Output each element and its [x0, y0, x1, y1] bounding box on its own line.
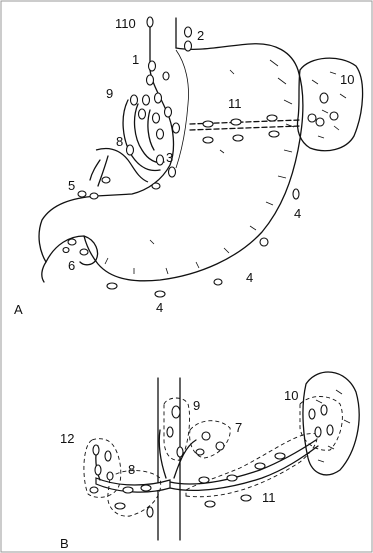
node-11c — [267, 115, 277, 121]
node-10d — [330, 112, 338, 120]
group-10 — [300, 397, 342, 451]
label-a-1: 1 — [132, 52, 139, 67]
panel-a-drawing: 110 1 2 9 11 10 8 3 5 6 4 4 4 A — [14, 16, 363, 317]
node-b-7a — [202, 432, 210, 440]
node-b-9b — [167, 427, 173, 437]
spleen-b-texture — [316, 390, 350, 462]
node-11a — [203, 121, 213, 127]
node-9e — [153, 113, 160, 123]
node-b-12b — [105, 451, 111, 461]
node-3b — [173, 123, 180, 133]
node-1a — [149, 61, 156, 71]
node-b-11c — [255, 463, 265, 469]
node-3c — [157, 155, 164, 165]
node-b-10d — [327, 425, 333, 435]
node-b-8d — [147, 507, 153, 517]
node-1b — [147, 75, 154, 85]
node-b-11f — [275, 453, 285, 459]
label-a-5: 5 — [68, 178, 75, 193]
group-11 — [186, 434, 317, 497]
panel-label-a: A — [14, 302, 23, 317]
node-5a — [78, 191, 86, 197]
label-b-12: 12 — [60, 431, 74, 446]
node-b-12d — [107, 472, 113, 480]
node-b-11b — [227, 475, 237, 481]
node-11f — [269, 131, 279, 137]
node-b-8b — [141, 485, 151, 491]
node-5d — [102, 177, 110, 183]
node-b-7c — [196, 449, 204, 455]
node-10c — [316, 118, 324, 126]
label-a-2: 2 — [197, 28, 204, 43]
node-b-8c — [115, 503, 125, 509]
node-8b — [127, 145, 134, 155]
label-a-4-bottom: 4 — [246, 270, 253, 285]
node-b-11e — [241, 495, 251, 501]
node-11d — [203, 137, 213, 143]
node-b-7b — [216, 442, 224, 450]
node-b-11d — [205, 501, 215, 507]
label-b-8: 8 — [128, 462, 135, 477]
node-b-12a — [93, 445, 99, 455]
node-9b — [143, 95, 150, 105]
label-a-3: 3 — [166, 150, 173, 165]
node-8a — [157, 129, 164, 139]
node-2a — [185, 27, 192, 37]
node-b-10c — [315, 427, 321, 437]
label-b-11: 11 — [262, 490, 276, 505]
label-b-9: 9 — [193, 398, 200, 413]
lesser-curvature — [176, 50, 189, 168]
label-a-4-center: 4 — [156, 300, 163, 315]
node-6b — [80, 249, 88, 255]
node-11e — [233, 135, 243, 141]
node-3d — [169, 167, 176, 177]
node-5c — [152, 183, 160, 189]
node-6c — [63, 248, 69, 253]
label-a-110: 110 — [115, 16, 136, 31]
label-a-9: 9 — [106, 86, 113, 101]
node-9a — [131, 95, 138, 105]
label-a-6: 6 — [68, 258, 75, 273]
label-b-7: 7 — [235, 420, 242, 435]
node-b-10b — [321, 405, 327, 415]
node-4c — [214, 279, 222, 285]
node-10b — [320, 93, 328, 103]
node-110 — [147, 17, 153, 27]
node-6a — [68, 239, 76, 245]
node-4d — [155, 291, 165, 297]
spleen-b — [303, 372, 359, 475]
label-a-4-right: 4 — [294, 206, 301, 221]
node-4a — [293, 189, 299, 199]
node-1c — [163, 72, 169, 80]
node-b-10a — [309, 409, 315, 419]
node-3a — [165, 107, 172, 117]
panel-label-b: B — [60, 536, 69, 551]
node-4b — [260, 238, 268, 246]
node-b-8a — [123, 487, 133, 493]
node-b-12e — [90, 487, 98, 493]
label-b-10: 10 — [284, 388, 298, 403]
node-9c — [155, 93, 162, 103]
label-a-11: 11 — [228, 96, 242, 111]
node-11b — [231, 119, 241, 125]
node-9d — [139, 109, 146, 119]
node-5b — [90, 193, 98, 199]
node-b-11a — [199, 477, 209, 483]
label-a-10: 10 — [340, 72, 354, 87]
node-b-9c — [177, 447, 183, 457]
panel-b-drawing: 9 10 7 12 8 11 B — [60, 372, 359, 551]
node-4e — [107, 283, 117, 289]
label-a-8: 8 — [116, 134, 123, 149]
splenic-artery-b — [170, 440, 318, 490]
node-2b — [185, 41, 192, 51]
node-10a — [308, 114, 316, 122]
node-b-9a — [172, 406, 180, 418]
node-b-12c — [95, 465, 101, 475]
